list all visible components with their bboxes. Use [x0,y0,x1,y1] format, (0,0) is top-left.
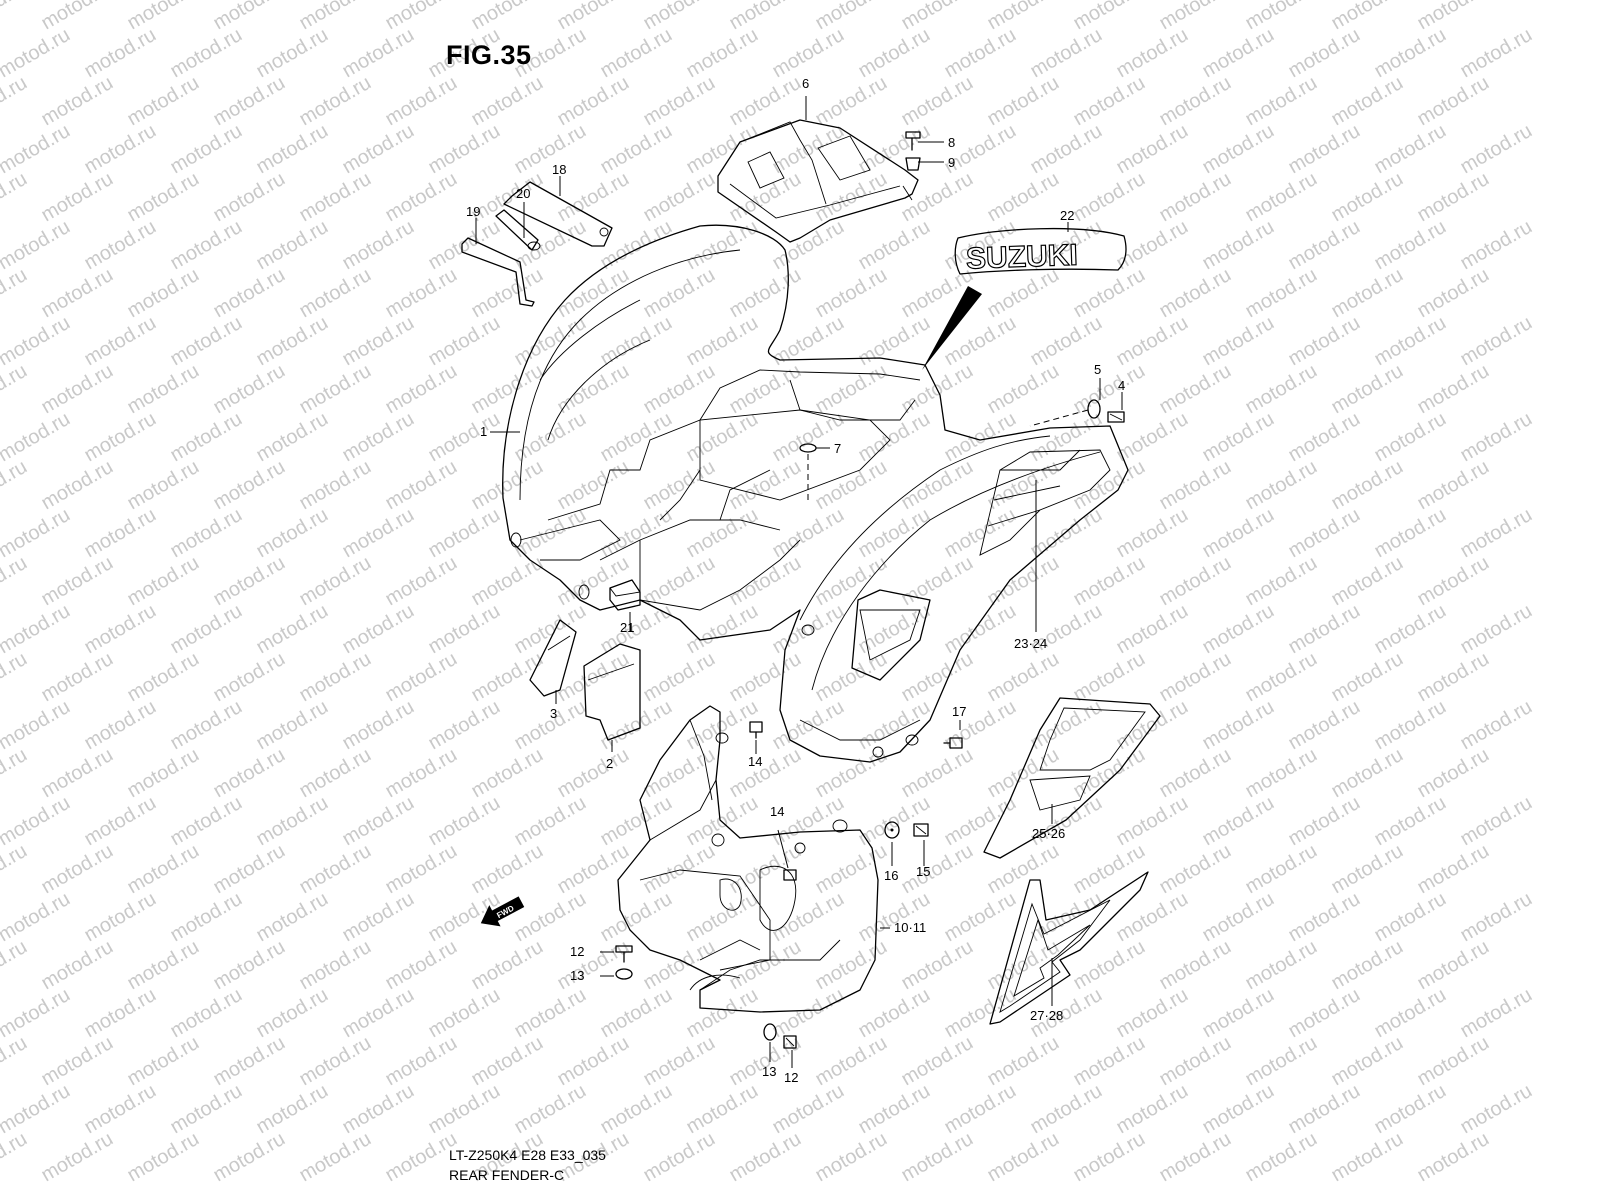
label-part-18: 18 [552,162,566,177]
part-3-seal [529,619,577,697]
part-18-pad [503,181,613,247]
label-part-12a: 12 [570,944,584,959]
part-21-block [609,579,641,611]
label-part-16: 16 [884,868,898,883]
part-6-storage-tray [717,119,919,243]
leader-lines [475,96,1123,1068]
part-2-seal [583,643,641,741]
fastener-9-nut [905,157,921,171]
label-part-23-24: 23·24 [1014,636,1047,651]
part-10-11-mud-flap [617,705,879,1013]
part-labels: 6 8 9 18 20 19 22 1 5 4 7 23·24 21 3 2 1… [466,76,1125,1085]
fastener-15-bolt [913,823,929,837]
label-part-17: 17 [952,704,966,719]
label-part-14a: 14 [748,754,762,769]
fastener-14b-screw [783,869,797,881]
fastener-12a-bolt [615,945,633,963]
figure-name: REAR FENDER-C [449,1167,565,1183]
part-25-26-decal [983,697,1161,859]
label-part-25-26: 25·26 [1032,826,1065,841]
label-part-7: 7 [834,441,841,456]
figure-title: FIG.35 [446,40,532,70]
fastener-17-screw [943,737,963,749]
label-part-1: 1 [480,424,487,439]
fastener-16-washer [884,821,900,839]
part-20-tube [495,209,541,251]
figure-code: LT-Z250K4 E28 E33_035 [449,1147,606,1163]
label-part-9: 9 [948,155,955,170]
fastener-13a-washer [615,968,633,980]
label-part-3: 3 [550,706,557,721]
label-part-6: 6 [802,76,809,91]
label-part-5: 5 [1094,362,1101,377]
label-part-14b: 14 [770,804,784,819]
fastener-8-screw [905,131,921,151]
pointer-arrow-22 [922,286,982,370]
fastener-7-grommet [799,443,817,453]
fastener-5-washer [1087,399,1101,419]
svg-text:SUZUKI: SUZUKI [966,239,1079,276]
label-part-12b: 12 [784,1070,798,1085]
label-part-2: 2 [606,756,613,771]
label-part-15: 15 [916,864,930,879]
label-part-4: 4 [1118,378,1125,393]
part-19-bracket [461,237,535,307]
label-part-13b: 13 [762,1064,776,1079]
label-part-19: 19 [466,204,480,219]
part-1-rear-fender [502,224,1129,763]
fastener-12b-bolt [783,1035,797,1049]
label-part-22: 22 [1060,208,1074,223]
label-part-10-11: 10·11 [894,920,926,935]
label-part-27-28: 27·28 [1030,1008,1063,1023]
label-part-20: 20 [516,186,530,201]
label-part-13a: 13 [570,968,584,983]
fastener-14a-screw [749,721,763,739]
part-27-28-decal [989,871,1149,1025]
fastener-4-bolt [1107,411,1125,423]
label-part-21: 21 [620,620,634,635]
fwd-arrow-icon: FWD [480,896,525,927]
label-part-8: 8 [948,135,955,150]
part-22-suzuki-badge: SUZUKI [954,227,1127,276]
fastener-13b-washer [763,1023,777,1041]
